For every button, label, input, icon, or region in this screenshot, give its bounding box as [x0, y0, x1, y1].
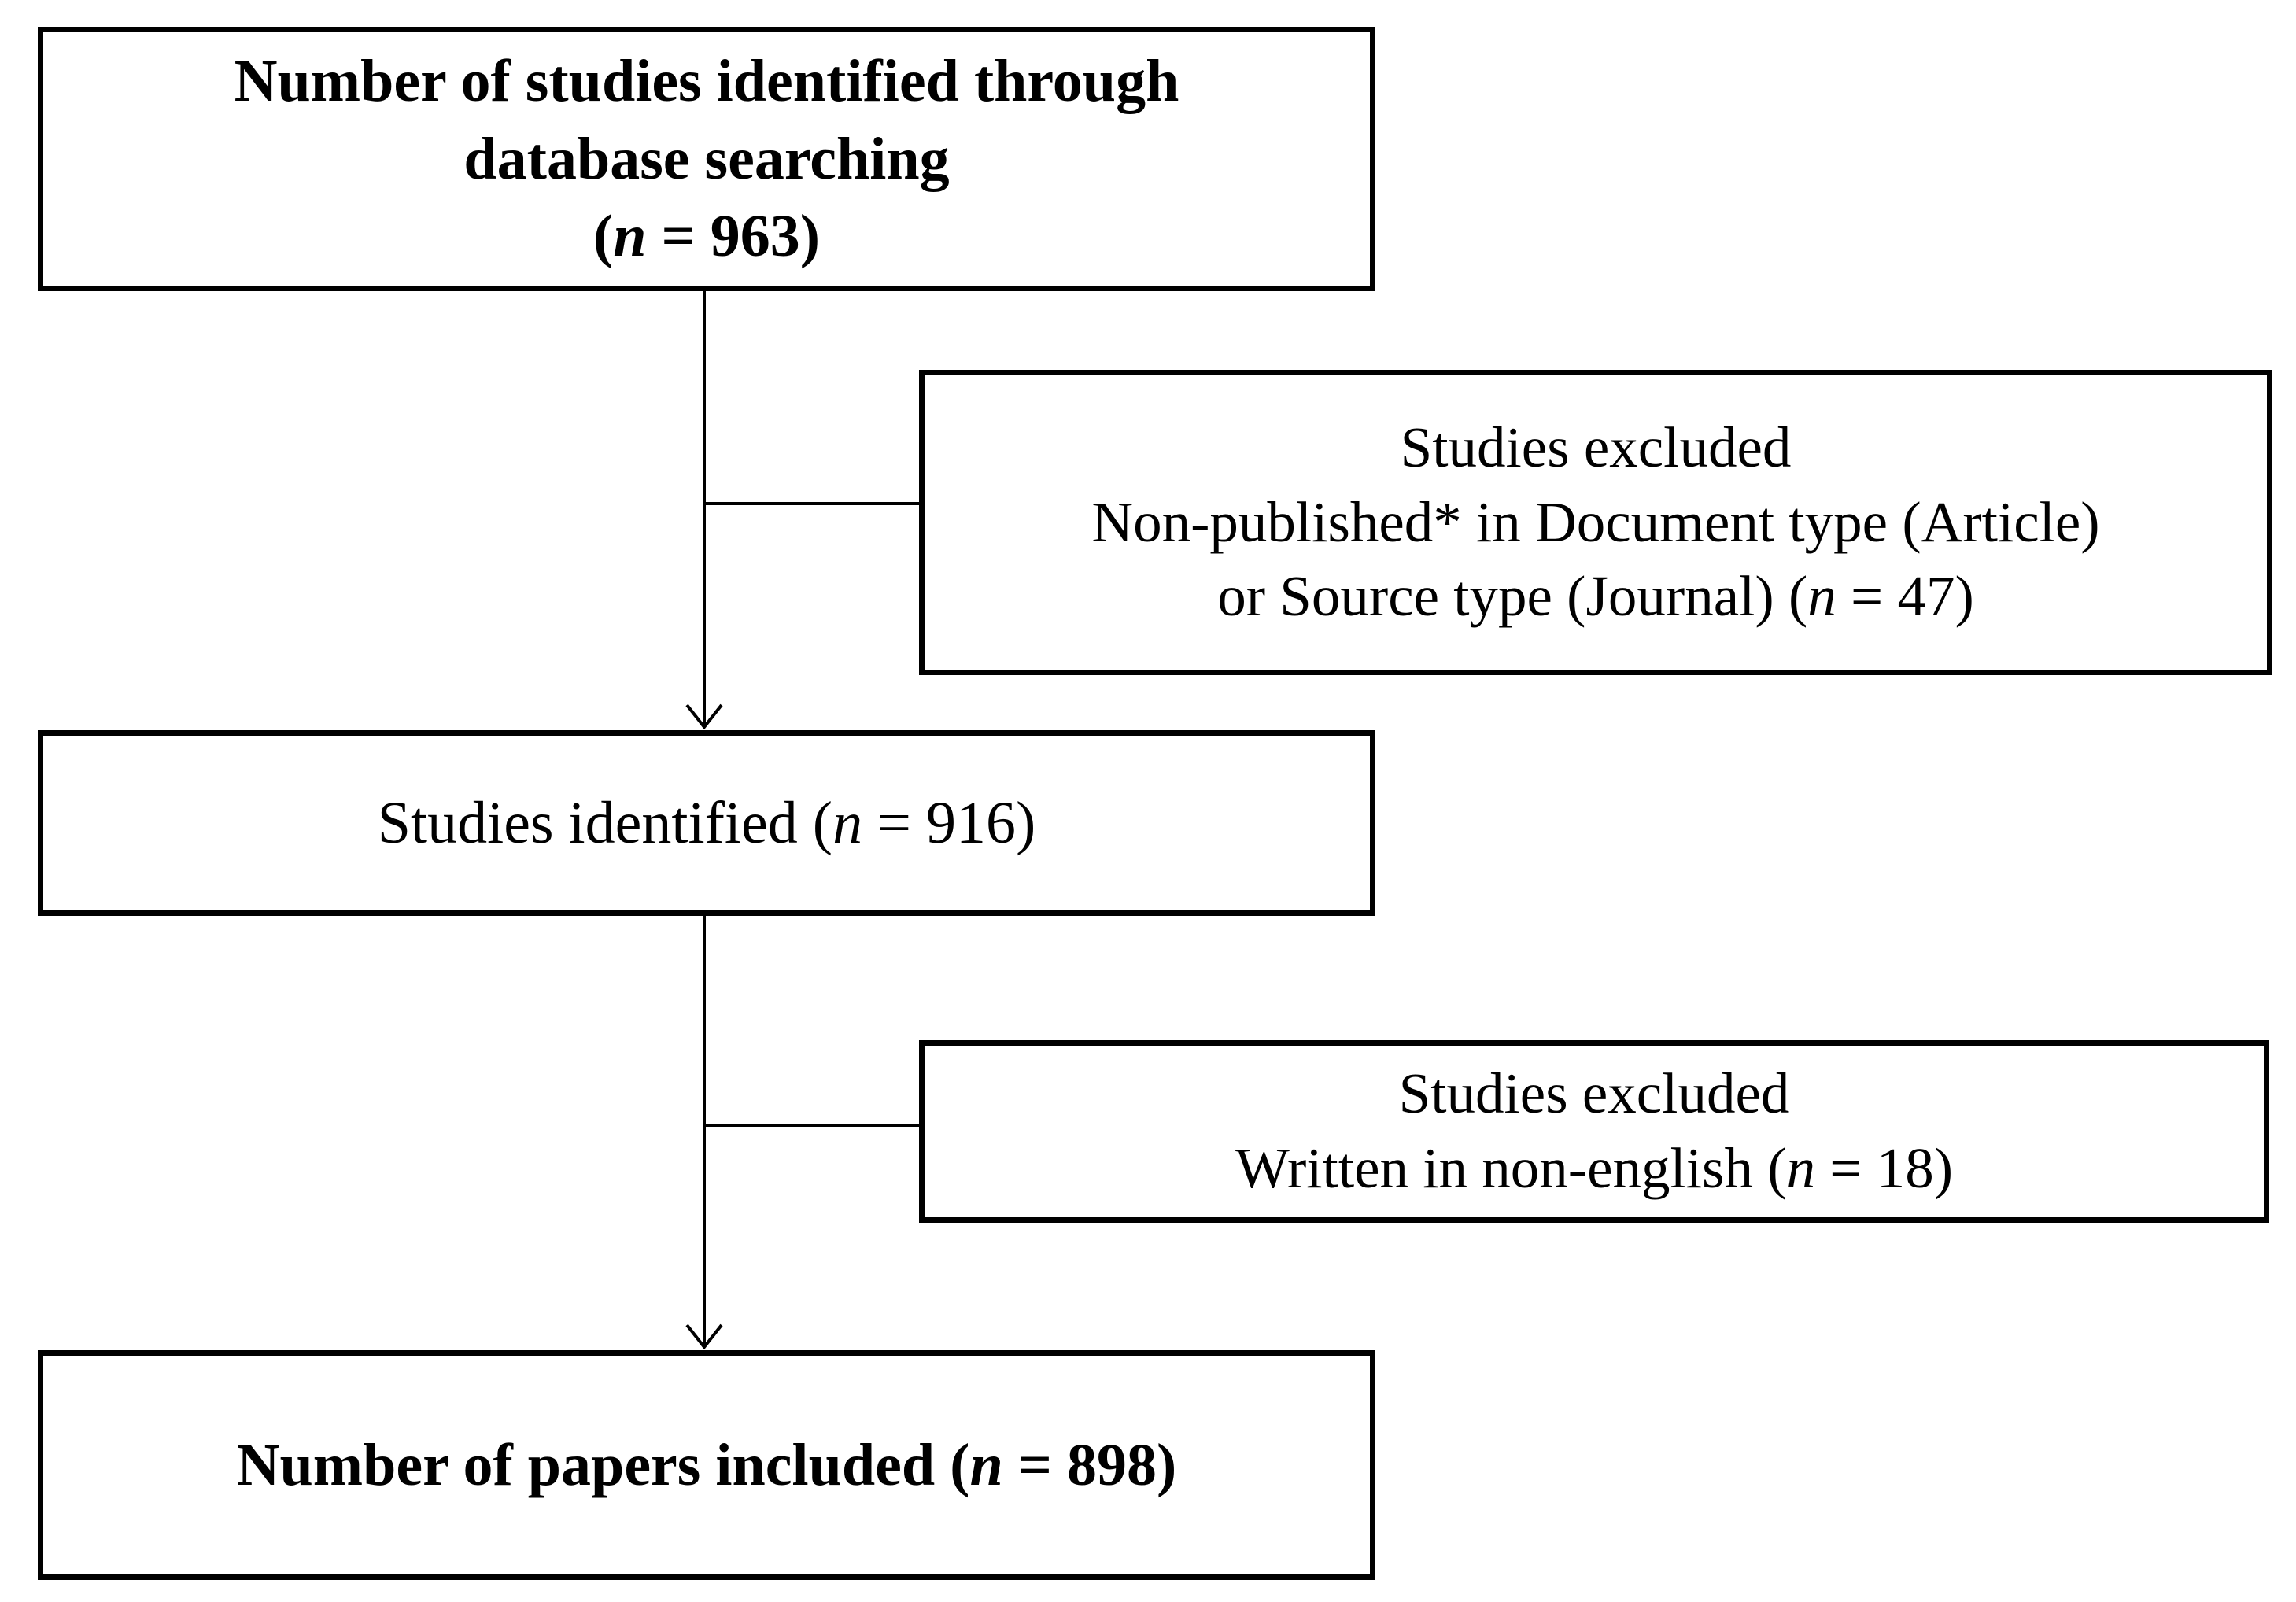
excluded-2-text: Written in non-english ( [1235, 1136, 1787, 1200]
arrowhead-to-identified [685, 703, 723, 730]
excluded-1-text: or Source type (Journal) ( [1217, 564, 1808, 629]
node-excluded-1-line-2: Non-published* in Document type (Article… [1091, 489, 2100, 554]
node-studies-identified: Studies identified (n = 916) [38, 730, 1375, 916]
node-identified-text: Studies identified (n = 916) [378, 784, 1036, 862]
identified-count: = 916) [862, 789, 1036, 856]
node-excluded-1-line-3: or Source type (Journal) (n = 47) [1217, 559, 1974, 634]
node-search-line-1: Number of studies identified through [234, 47, 1179, 114]
node-search-line-2: database searching [463, 125, 950, 192]
identified-label: Studies identified ( [377, 789, 833, 856]
n-symbol: n [1807, 564, 1836, 629]
included-count: = 898) [1002, 1431, 1177, 1498]
n-symbol: n [832, 789, 863, 856]
node-excluded-1-title: Studies excluded [1400, 415, 1792, 479]
count-value: = 963) [646, 203, 821, 270]
node-studies-excluded-1: Studies excluded Non-published* in Docum… [919, 370, 2272, 675]
node-excluded-2-title: Studies excluded [1398, 1061, 1790, 1126]
node-search-count: (n = 963) [593, 197, 820, 275]
n-symbol: n [969, 1431, 1003, 1498]
excluded-1-count: = 47) [1836, 564, 1974, 629]
included-label: Number of papers included ( [236, 1431, 970, 1498]
node-database-search: Number of studies identified through dat… [38, 27, 1375, 291]
node-included-text: Number of papers included (n = 898) [237, 1427, 1177, 1504]
n-symbol: n [1786, 1136, 1816, 1200]
excluded-2-count: = 18) [1815, 1136, 1954, 1200]
node-studies-excluded-2: Studies excluded Written in non-english … [919, 1040, 2269, 1223]
count-open: ( [592, 203, 614, 270]
arrowhead-to-included [685, 1323, 723, 1350]
node-excluded-2-line-2: Written in non-english (n = 18) [1235, 1131, 1953, 1206]
n-symbol: n [613, 203, 647, 270]
node-papers-included: Number of papers included (n = 898) [38, 1350, 1375, 1580]
